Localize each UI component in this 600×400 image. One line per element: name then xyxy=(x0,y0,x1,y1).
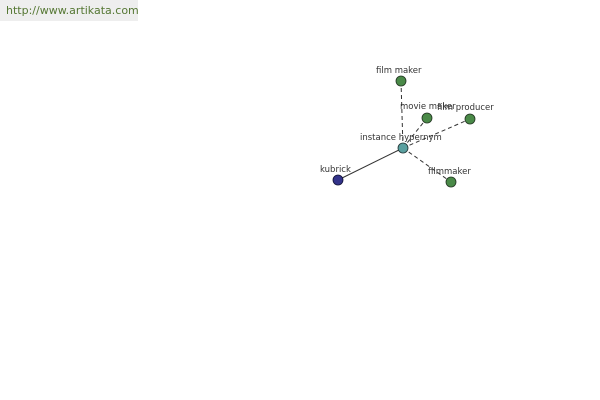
label-hub: instance hypernym xyxy=(360,133,442,143)
label-movie-maker: movie maker xyxy=(400,102,456,112)
node-movie-maker[interactable] xyxy=(421,112,433,124)
edge-root-hub xyxy=(337,147,404,181)
node-kubrick[interactable] xyxy=(332,174,344,186)
node-film-producer[interactable] xyxy=(464,113,476,125)
site-url[interactable]: http://www.artikata.com xyxy=(0,0,139,21)
node-hub[interactable] xyxy=(397,142,409,154)
node-filmmaker[interactable] xyxy=(445,176,457,188)
node-film-maker[interactable] xyxy=(395,75,407,87)
label-kubrick: kubrick xyxy=(320,165,351,175)
label-filmmaker: filmmaker xyxy=(428,167,471,177)
label-film-producer: film producer xyxy=(437,103,494,113)
label-film-maker: film maker xyxy=(376,66,422,76)
edge-hub-film-producer xyxy=(402,118,471,149)
edge-hub-filmmaker xyxy=(402,147,452,183)
